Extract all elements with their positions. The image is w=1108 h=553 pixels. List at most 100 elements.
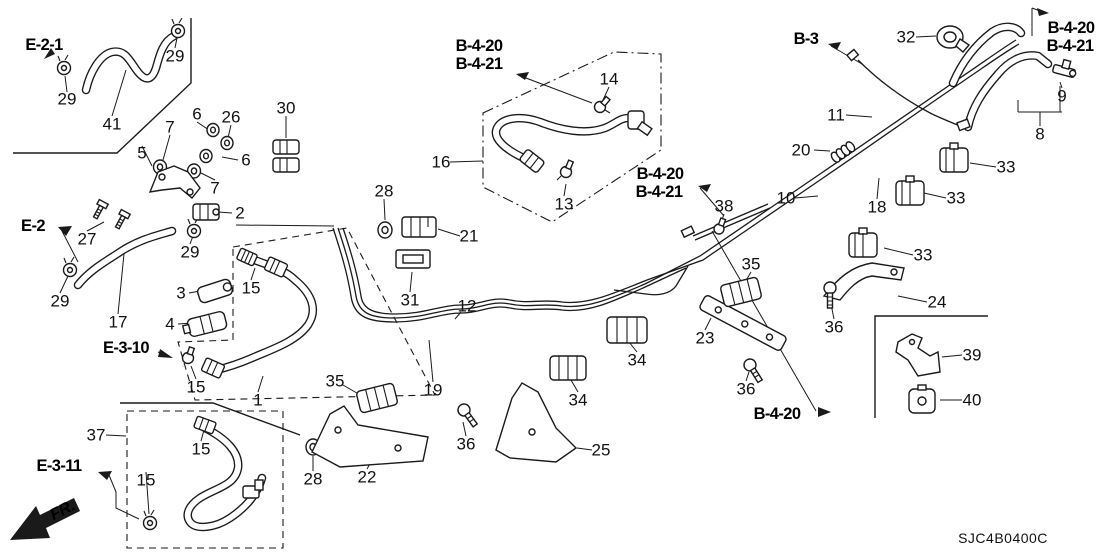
part-label-31: 31: [400, 290, 420, 310]
part-label-41: 41: [102, 114, 122, 134]
clamp-glyph: [272, 139, 300, 173]
part-label-33: 33: [996, 157, 1016, 177]
part-label-34: 34: [627, 350, 647, 370]
leader-lines: [44, 7, 1063, 520]
elbow-glyph: [627, 110, 653, 137]
clip-glyph: [713, 217, 727, 235]
fr-arrow-icon: [10, 498, 80, 540]
holder-glyph: [939, 142, 969, 173]
bracket-glyph: [311, 405, 429, 468]
part-label-34: 34: [568, 390, 588, 410]
part-label-29: 29: [57, 89, 77, 109]
fitting-glyph: [956, 118, 971, 132]
fitting-glyph: [193, 415, 217, 435]
part-label-8: 8: [1035, 124, 1045, 144]
bracket-glyph: [822, 262, 905, 301]
ref-label-b-3: B-3: [793, 29, 819, 48]
part-label-19: 19: [423, 380, 443, 400]
part-label-28: 28: [374, 181, 394, 201]
ref-label-b-4-20: B-4-20: [1047, 18, 1095, 37]
joint-glyph: [1052, 58, 1077, 78]
clip-glyph: [593, 95, 611, 114]
part-label-35: 35: [325, 371, 345, 391]
part-label-38: 38: [714, 196, 734, 216]
part-label-15: 15: [241, 278, 261, 298]
hoses: [73, 22, 1053, 532]
valve-glyph: [181, 311, 228, 337]
part-label-15: 15: [136, 470, 156, 490]
part-label-18: 18: [867, 197, 887, 217]
part-glyphs: [56, 17, 1077, 531]
holder-glyph: [356, 382, 398, 414]
part-label-28: 28: [303, 469, 323, 489]
fitting-glyph: [200, 357, 226, 379]
clamp-glyph: [936, 25, 971, 53]
part-label-6: 6: [241, 150, 251, 170]
part-label-15: 15: [186, 377, 206, 397]
ref-label-b-4-20: B-4-20: [636, 164, 684, 183]
clamp-glyph: [908, 384, 936, 414]
grommet-glyph: [199, 148, 213, 164]
part-label-29: 29: [165, 46, 185, 66]
part-label-7: 7: [165, 117, 175, 137]
part-label-22: 22: [357, 467, 377, 487]
ref-label-b-4-21: B-4-21: [455, 54, 503, 73]
grommet-glyph: [377, 221, 393, 239]
part-label-24: 24: [927, 292, 947, 312]
part-label-27: 27: [77, 229, 97, 249]
part-label-2: 2: [235, 203, 245, 223]
fitting-glyph: [680, 225, 696, 239]
part-label-39: 39: [962, 345, 982, 365]
part-label-33: 33: [946, 188, 966, 208]
clamp-glyph: [170, 17, 186, 39]
grommet-glyph: [186, 163, 202, 179]
group-boxes: [126, 51, 988, 549]
part-label-4: 4: [165, 314, 175, 334]
part-label-13: 13: [554, 194, 574, 214]
part-label-23: 23: [695, 328, 715, 348]
fitting-glyph: [236, 247, 258, 267]
holder-glyph: [606, 316, 648, 344]
bracket-glyph: [148, 165, 201, 199]
ref-label-e-2: E-2: [21, 216, 45, 235]
holder-glyph: [895, 175, 925, 206]
grommet-glyph: [206, 122, 220, 138]
part-label-3: 3: [176, 283, 186, 303]
clamp-glyph: [142, 509, 158, 531]
ref-label-e-2-1: E-2-1: [25, 35, 63, 54]
part-label-40: 40: [962, 390, 982, 410]
fitting-glyph: [846, 48, 860, 62]
bracket-glyph: [895, 333, 941, 377]
part-label-16: 16: [431, 152, 451, 172]
bolt-glyph: [457, 403, 479, 428]
holder-glyph: [720, 276, 762, 308]
part-label-36: 36: [456, 434, 476, 454]
part-label-17: 17: [108, 312, 128, 332]
clip-glyph: [181, 346, 196, 365]
drawing-code: SJC4B0400C: [958, 530, 1048, 546]
grommet-glyph: [220, 135, 234, 151]
part-label-11: 11: [827, 105, 845, 125]
part-label-35: 35: [741, 254, 761, 274]
part-label-29: 29: [180, 242, 200, 262]
clamp-glyph: [186, 217, 202, 239]
part-label-1: 1: [253, 390, 263, 410]
bolt-glyph: [114, 208, 132, 230]
ref-label-e-3-10: E-3-10: [103, 338, 150, 357]
valve-glyph: [196, 278, 234, 304]
part-label-26: 26: [221, 107, 241, 127]
part-label-15: 15: [191, 439, 211, 459]
part-label-25: 25: [591, 440, 611, 460]
part-label-37: 37: [86, 425, 106, 445]
part-label-7: 7: [210, 178, 220, 198]
holder-glyph: [395, 249, 431, 269]
part-label-20: 20: [791, 140, 811, 160]
elbow-glyph: [242, 479, 264, 499]
part-label-14: 14: [599, 69, 619, 89]
part-label-5: 5: [137, 143, 147, 163]
part-label-33: 33: [913, 245, 933, 265]
bracket-glyph: [699, 295, 787, 351]
ref-label-e-3-11: E-3-11: [36, 456, 82, 475]
clamp-glyph: [62, 256, 78, 278]
